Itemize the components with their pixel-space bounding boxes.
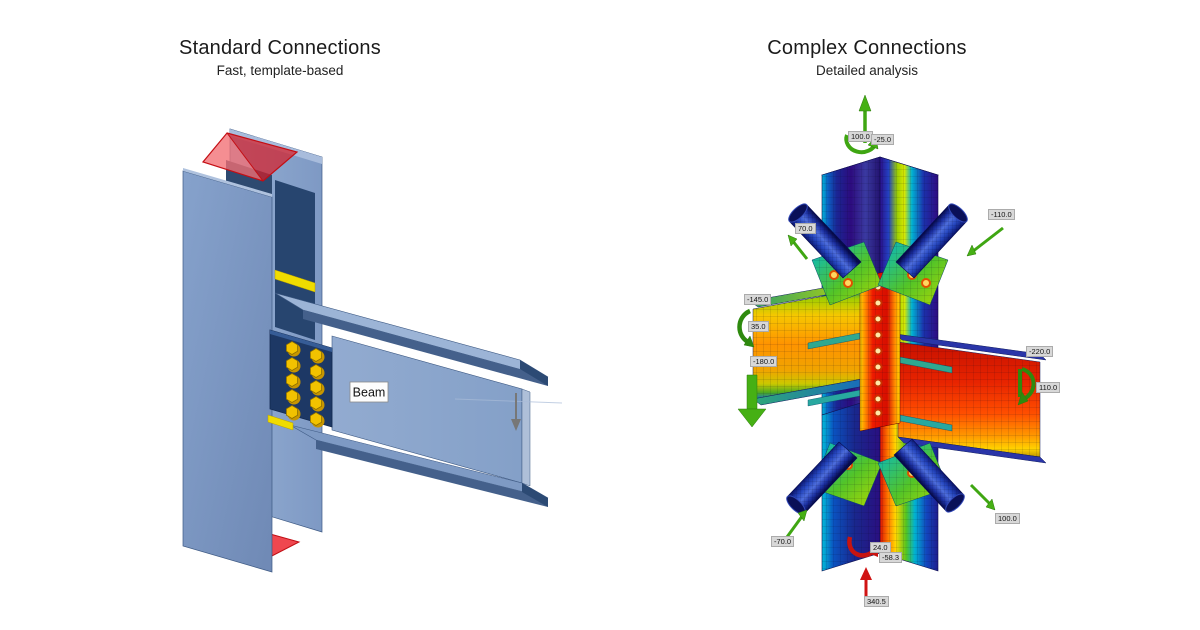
brace-upper-right [895,203,968,279]
right-panel-subtitle: Detailed analysis [815,63,919,78]
left-panel-subtitle: Fast, template-based [216,63,344,78]
top-moment-arc [844,134,878,155]
beam-label-box [349,381,389,403]
right-moment-arc [1021,367,1036,401]
brace-lower-left [786,441,858,515]
end-plate-top-edge [270,330,332,352]
weld-line-bottom [267,414,294,431]
load-arrows-green [737,94,1036,538]
top-axial-arrow-head [858,94,872,112]
fem-center-strip [859,268,901,432]
brace-lower-right [893,438,965,513]
top-load-plate [201,132,299,182]
shear-arrow-head [511,419,521,431]
fem-beam-left-mesh [753,289,862,399]
bottom-right-arrow-head [985,498,996,511]
beam-top-flange-end [520,360,548,386]
beam-label: Beam [349,381,389,403]
weld-line [274,269,316,293]
bottom-left-arrow-head [797,509,808,522]
fem-beam-right-mesh [898,342,1040,457]
column-far-flange [182,170,273,573]
upper-right-arrow-shaft [971,226,1004,254]
upper-right-arrow-head [966,244,977,257]
beam [274,292,549,507]
left-panel-title: Standard Connections [179,37,381,59]
standard-connection-illustration: Beam [182,128,563,573]
column-far-flange-edge [183,168,272,197]
left-load-arrow-head [737,408,767,428]
load-plate-right-half [227,133,297,181]
beam-axis-line [454,398,563,404]
fem-beam-right [895,333,1047,464]
beam-web-end-edge [521,388,531,487]
beam-top-flange-front [303,310,548,386]
right-moment-arrow-head [1017,391,1029,406]
load-plate-left-half [203,133,263,181]
right-panel-header: Complex Connections Detailed analysis [717,36,1017,78]
upper-left-arrow-shaft [790,239,809,260]
beam-end-load-arrow [454,393,563,431]
bottom-left-arrow-shaft [785,514,805,538]
bolt-heads [286,341,323,426]
bolt-group [286,341,325,428]
beam-bottom-flange-end [522,483,548,507]
left-moment-arrow-head [743,335,755,348]
fem-stiffener-fins [807,332,953,432]
beam-label-text: Beam [353,386,386,400]
end-plate-group [267,329,333,431]
column-web-recess [275,180,315,340]
upper-left-arrow-head [787,234,798,247]
load-plate-fold-line [226,132,264,182]
left-panel-header: Standard Connections Fast, template-base… [130,36,430,78]
bottom-right-arrow-shaft [969,483,993,507]
fem-bolt-holes [873,282,883,418]
complex-connection-illustration [737,94,1047,605]
top-moment-arrow-head [867,136,879,150]
left-load-arrow-shaft [746,374,758,410]
fem-beam-right-bottom-flange [897,436,1047,464]
right-panel-title: Complex Connections [767,37,967,59]
bottom-axial-arrow-head [860,567,872,580]
beam-bottom-flange-front [316,440,548,507]
